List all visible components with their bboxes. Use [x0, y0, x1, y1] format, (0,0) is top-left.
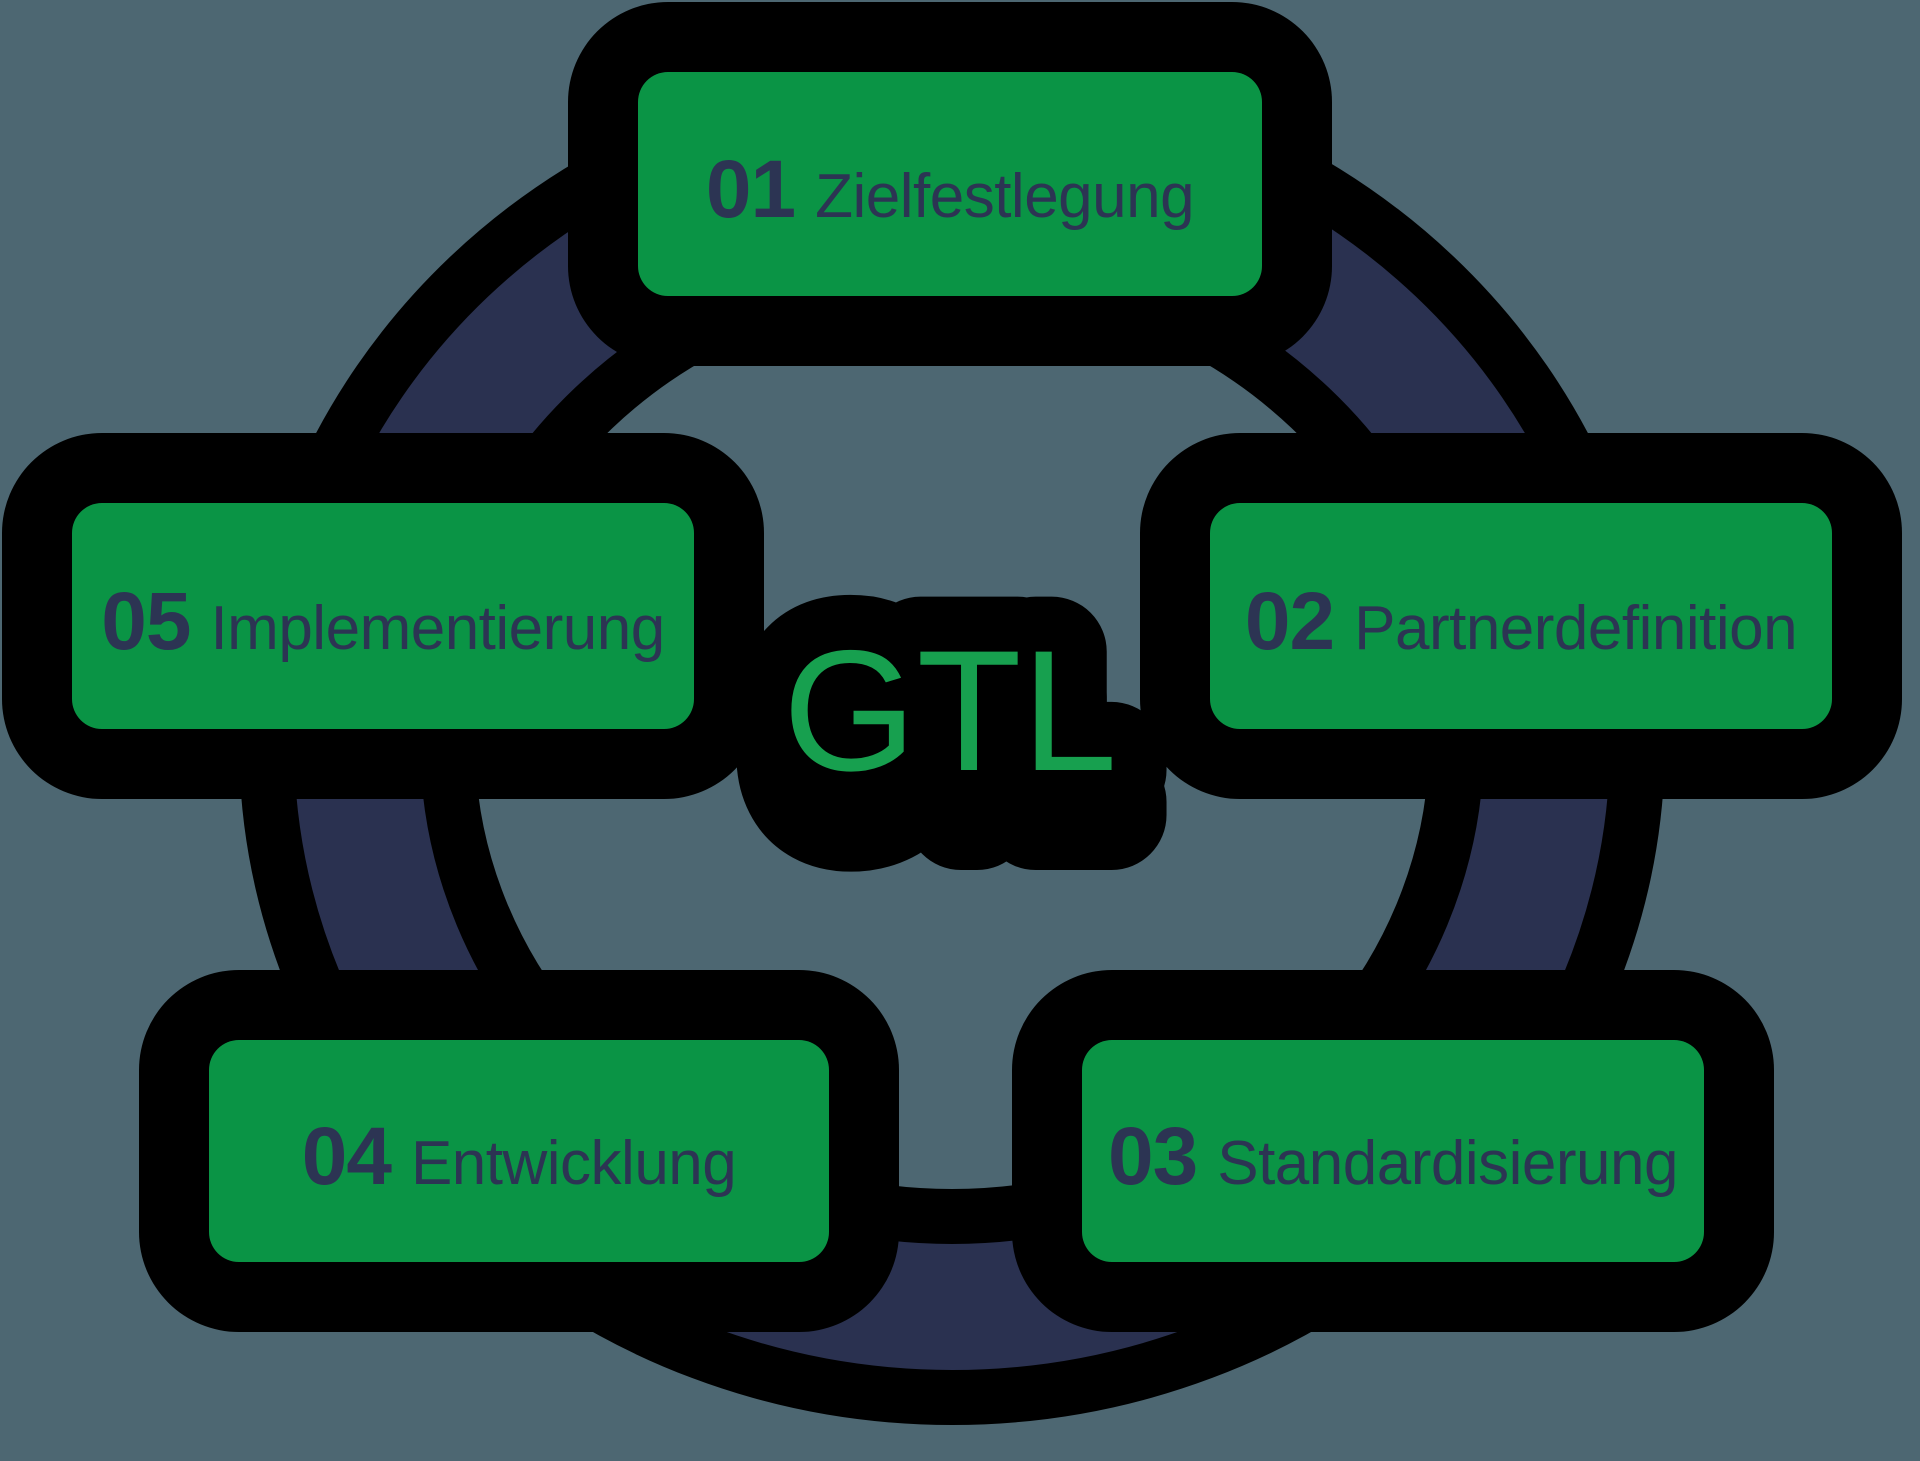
step-02-number: 02 [1245, 576, 1334, 667]
step-04-number: 04 [302, 1111, 393, 1202]
step-box-01 [638, 72, 1262, 296]
step-box-04 [209, 1040, 829, 1262]
step-box-03 [1082, 1040, 1704, 1262]
step-03-label: Standardisierung [1217, 1129, 1678, 1198]
step-text-01: 01 Zielfestlegung [706, 144, 1194, 235]
step-01-label: Zielfestlegung [815, 162, 1194, 231]
center-label: GTL [783, 615, 1118, 807]
step-box-02 [1210, 503, 1832, 729]
step-03-number: 03 [1108, 1111, 1197, 1202]
step-box-05 [72, 503, 694, 729]
step-05-label: Implementierung [210, 594, 664, 663]
step-02-label: Partnerdefinition [1354, 594, 1797, 663]
step-text-03: 03 Standardisierung [1108, 1111, 1678, 1202]
step-text-02: 02 Partnerdefinition [1245, 576, 1797, 667]
step-04-label: Entwicklung [411, 1129, 736, 1198]
step-05-number: 05 [101, 576, 190, 667]
step-text-05: 05 Implementierung [101, 576, 665, 667]
step-text-04: 04 Entwicklung [302, 1111, 737, 1202]
step-01-number: 01 [706, 144, 795, 235]
